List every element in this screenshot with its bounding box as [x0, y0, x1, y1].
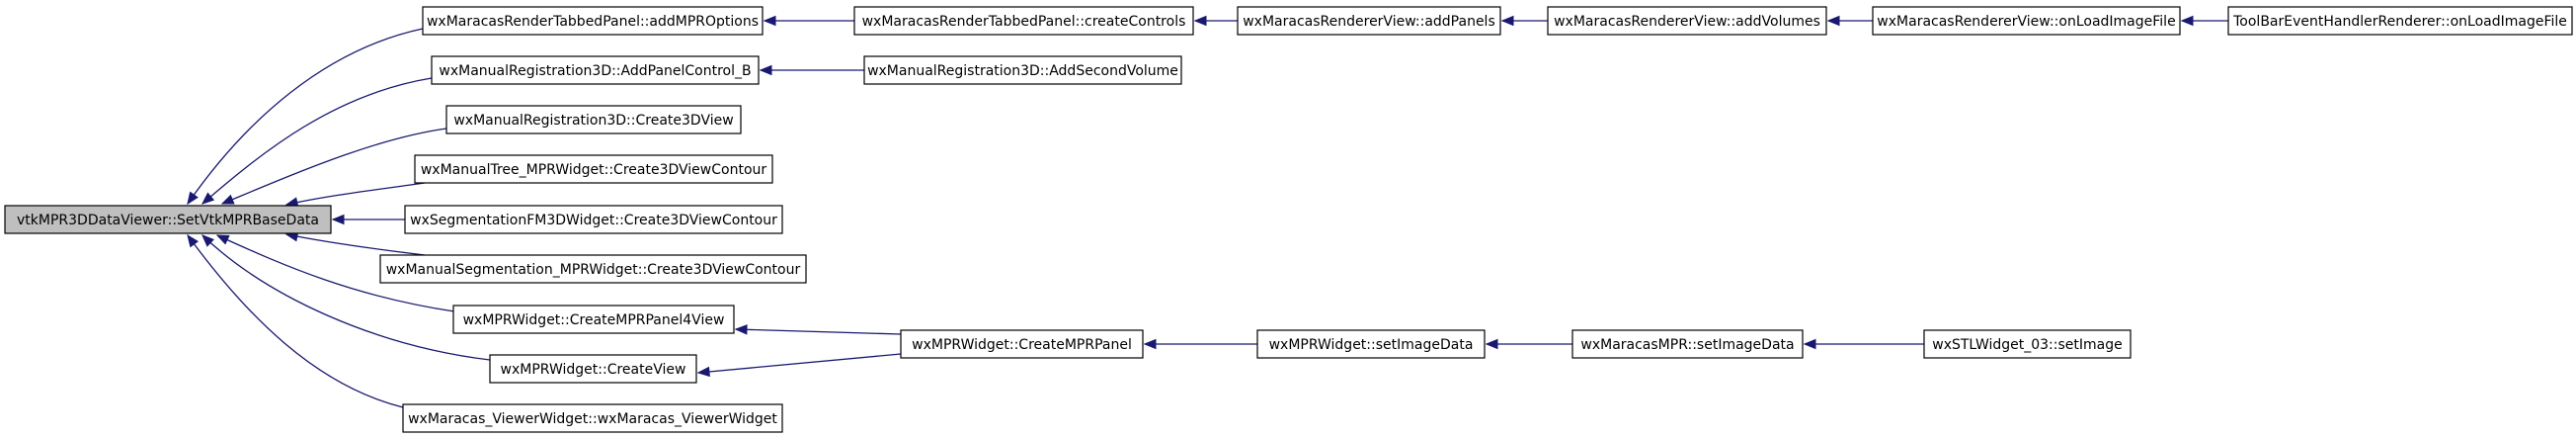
node-label: wxMPRWidget::setImageData [1269, 337, 1474, 353]
node-box [404, 205, 783, 234]
node-label: wxSegmentationFM3DWidget::Create3DViewCo… [410, 213, 777, 228]
node-n4[interactable]: wxMaracasRendererView::addVolumes [1547, 6, 1827, 36]
edge-n1-to-root [187, 28, 424, 205]
node-box [1256, 329, 1486, 359]
node-n19[interactable]: wxMaracas_ViewerWidget::wxMaracas_Viewer… [402, 403, 783, 433]
node-box [1872, 6, 2181, 36]
arrowhead-n7-to-root [201, 192, 215, 205]
node-label: vtkMPR3DDataViewer::SetVtkMPRBaseData [17, 213, 319, 228]
node-box [900, 329, 1144, 359]
node-box [422, 6, 764, 36]
node-box [402, 403, 783, 433]
arrowhead-n5-to-n4 [1826, 15, 1840, 27]
node-label: wxMPRWidget::CreateMPRPanel [912, 337, 1132, 353]
node-n13[interactable]: wxMPRWidget::CreateMPRPanel4View [452, 305, 735, 334]
arrowhead-n13-to-root [215, 234, 230, 245]
node-box [853, 6, 1194, 36]
node-n14[interactable]: wxMPRWidget::CreateView [489, 354, 697, 384]
node-n3[interactable]: wxMaracasRendererView::addPanels [1237, 6, 1501, 36]
node-n10[interactable]: wxManualTree_MPRWidget::Create3DViewCont… [414, 154, 773, 184]
node-label: wxManualSegmentation_MPRWidget::Create3D… [386, 262, 801, 278]
node-label: wxMaracasRendererView::addPanels [1243, 14, 1495, 30]
edges-layer [187, 15, 2228, 408]
arrowhead-n1-to-root [187, 191, 199, 206]
arrowhead-n11-to-root [331, 214, 345, 225]
node-n18[interactable]: wxSTLWidget_03::setImage [1923, 329, 2132, 359]
node-n12[interactable]: wxManualSegmentation_MPRWidget::Create3D… [379, 254, 807, 284]
node-label: wxMaracasMPR::setImageData [1580, 337, 1794, 353]
edge-n15-to-n14 [697, 353, 902, 374]
edge-n15-to-n13 [735, 328, 902, 335]
node-n16[interactable]: wxMPRWidget::setImageData [1256, 329, 1486, 359]
node-n2[interactable]: wxMaracasRenderTabbedPanel::createContro… [853, 6, 1194, 36]
node-box [431, 55, 760, 85]
node-n7[interactable]: wxManualRegistration3D::AddPanelControl_… [431, 55, 760, 85]
node-box [379, 254, 807, 284]
nodes-layer: vtkMPR3DDataViewer::SetVtkMPRBaseDatawxM… [4, 6, 2573, 433]
node-n8[interactable]: wxManualRegistration3D::AddSecondVolume [863, 55, 1182, 85]
node-label: wxMaracasRenderTabbedPanel::addMPROption… [427, 14, 759, 30]
node-box [2227, 6, 2573, 36]
node-box [489, 354, 697, 384]
node-label: wxManualRegistration3D::Create3DView [453, 113, 733, 129]
node-label: wxManualRegistration3D::AddPanelControl_… [439, 63, 751, 79]
arrowhead-n15-to-n13 [734, 324, 748, 335]
node-box [1547, 6, 1827, 36]
arrowhead-n4-to-n3 [1500, 15, 1514, 27]
node-box [452, 305, 735, 334]
arrowhead-n6-to-n5 [2180, 15, 2194, 27]
node-n6[interactable]: ToolBarEventHandlerRenderer::onLoadImage… [2227, 6, 2573, 36]
node-box [1237, 6, 1501, 36]
arrowhead-n2-to-n1 [763, 15, 776, 27]
edge-n12-to-root [285, 233, 426, 256]
node-box [1571, 329, 1804, 359]
node-n17[interactable]: wxMaracasMPR::setImageData [1571, 329, 1804, 359]
node-label: ToolBarEventHandlerRenderer::onLoadImage… [2232, 14, 2567, 30]
edge-n10-to-root [285, 182, 426, 206]
arrowhead-n17-to-n16 [1485, 338, 1498, 350]
node-n11[interactable]: wxSegmentationFM3DWidget::Create3DViewCo… [404, 205, 783, 234]
edge-n14-to-root [201, 234, 491, 361]
arrowhead-n16-to-n15 [1143, 338, 1157, 350]
node-n1[interactable]: wxMaracasRenderTabbedPanel::addMPROption… [422, 6, 764, 36]
arrowhead-n8-to-n7 [759, 64, 772, 76]
node-n15[interactable]: wxMPRWidget::CreateMPRPanel [900, 329, 1144, 359]
arrowhead-n3-to-n2 [1193, 15, 1207, 27]
node-box [414, 154, 773, 184]
node-label: wxMPRWidget::CreateView [501, 362, 686, 378]
node-label: wxMPRWidget::CreateMPRPanel4View [463, 312, 725, 328]
node-label: wxMaracasRendererView::onLoadImageFile [1877, 14, 2175, 30]
arrowhead-n18-to-n17 [1803, 338, 1816, 350]
node-label: wxMaracasRenderTabbedPanel::createContro… [862, 14, 1186, 30]
edge-n19-to-root [187, 234, 404, 408]
edge-n13-to-root [216, 234, 455, 312]
arrowhead-n9-to-root [220, 194, 235, 205]
node-label: wxMaracasRendererView::addVolumes [1554, 14, 1820, 30]
node-box [4, 205, 332, 234]
node-box [1923, 329, 2132, 359]
node-n5[interactable]: wxMaracasRendererView::onLoadImageFile [1872, 6, 2181, 36]
arrowhead-n19-to-root [187, 233, 200, 248]
node-label: wxSTLWidget_03::setImage [1932, 337, 2122, 353]
node-box [445, 105, 742, 134]
node-n9[interactable]: wxManualRegistration3D::Create3DView [445, 105, 742, 134]
arrowhead-n14-to-root [201, 234, 214, 247]
node-label: wxManualRegistration3D::AddSecondVolume [867, 63, 1178, 79]
arrowhead-n15-to-n14 [696, 366, 710, 378]
node-box [863, 55, 1182, 85]
node-root[interactable]: vtkMPR3DDataViewer::SetVtkMPRBaseData [4, 205, 332, 234]
node-label: wxMaracas_ViewerWidget::wxMaracas_Viewer… [408, 411, 777, 427]
edge-n7-to-root [201, 77, 433, 205]
node-label: wxManualTree_MPRWidget::Create3DViewCont… [421, 162, 767, 178]
edge-n9-to-root [221, 128, 447, 205]
